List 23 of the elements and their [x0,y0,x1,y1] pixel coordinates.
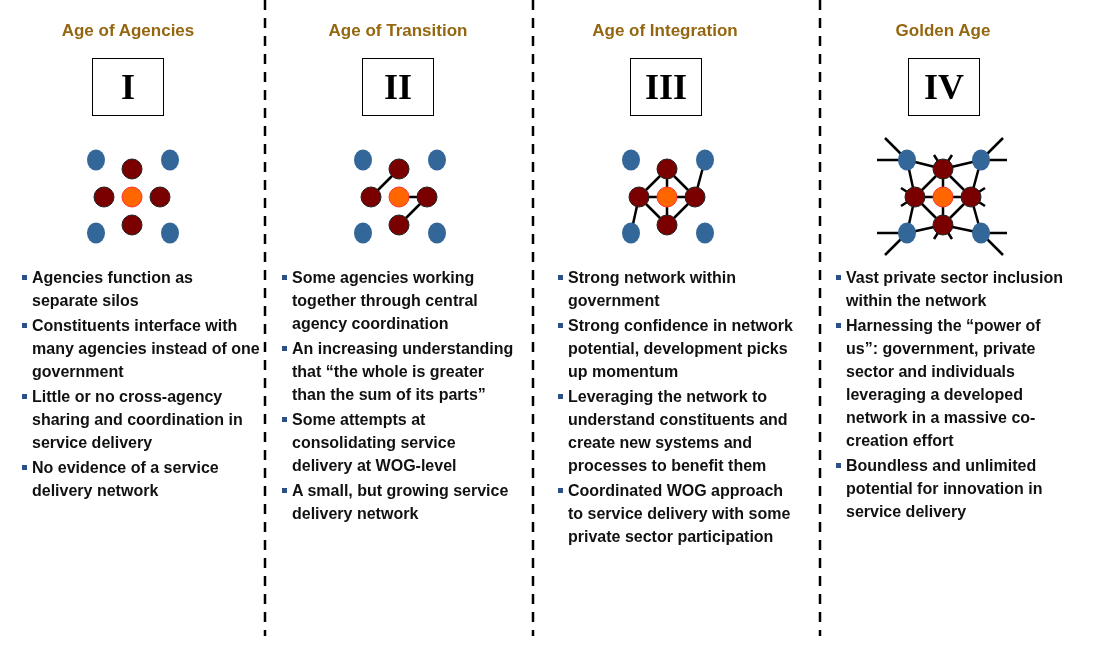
bullet-text: An increasing understanding that “the whole is greater than the sum of its parts” [292,340,514,403]
column-heading: Age of Transition [327,21,469,41]
column-heading: Golden Age [894,21,992,41]
bullet-text: Constituents interface with many agencies instead of one government [32,317,260,380]
bullet-text: A small, but growing service delivery network [292,482,509,522]
numeral-box: III [630,58,702,116]
column-heading: Age of Integration [591,21,739,41]
numeral-box: IV [908,58,980,116]
bullet-text: No evidence of a service delivery network [32,459,219,499]
bullet-text: Vast private sector inclusion within the network [846,269,1063,309]
bullet-text: Boundless and unlimited potential for innovation in service delivery [846,457,1043,520]
column-heading: Age of Agencies [60,21,196,41]
bullet-text: Strong network within government [568,269,736,309]
bullet-text: Agencies function as separate silos [32,269,193,309]
bullet-text: Coordinated WOG approach to service delivery with some private sector participation [568,482,791,545]
numeral-box: II [362,58,434,116]
bullet-text: Harnessing the “power of us”: government, private sector and individuals leveraging a developed network in a massive co-creation effort [846,317,1041,449]
bullet-text: Leveraging the network to understand constituents and create new systems and processes to benefit them [568,388,788,474]
bullet-text: Some attempts at consolidating service delivery at WOG-level [292,411,457,474]
numeral-box: I [92,58,164,116]
bullet-text: Some agencies working together through central agency coordination [292,269,478,332]
bullet-text: Strong confidence in network potential, development picks up momentum [568,317,793,380]
bullet-text: Little or no cross-agency sharing and coordination in service delivery [32,388,243,451]
